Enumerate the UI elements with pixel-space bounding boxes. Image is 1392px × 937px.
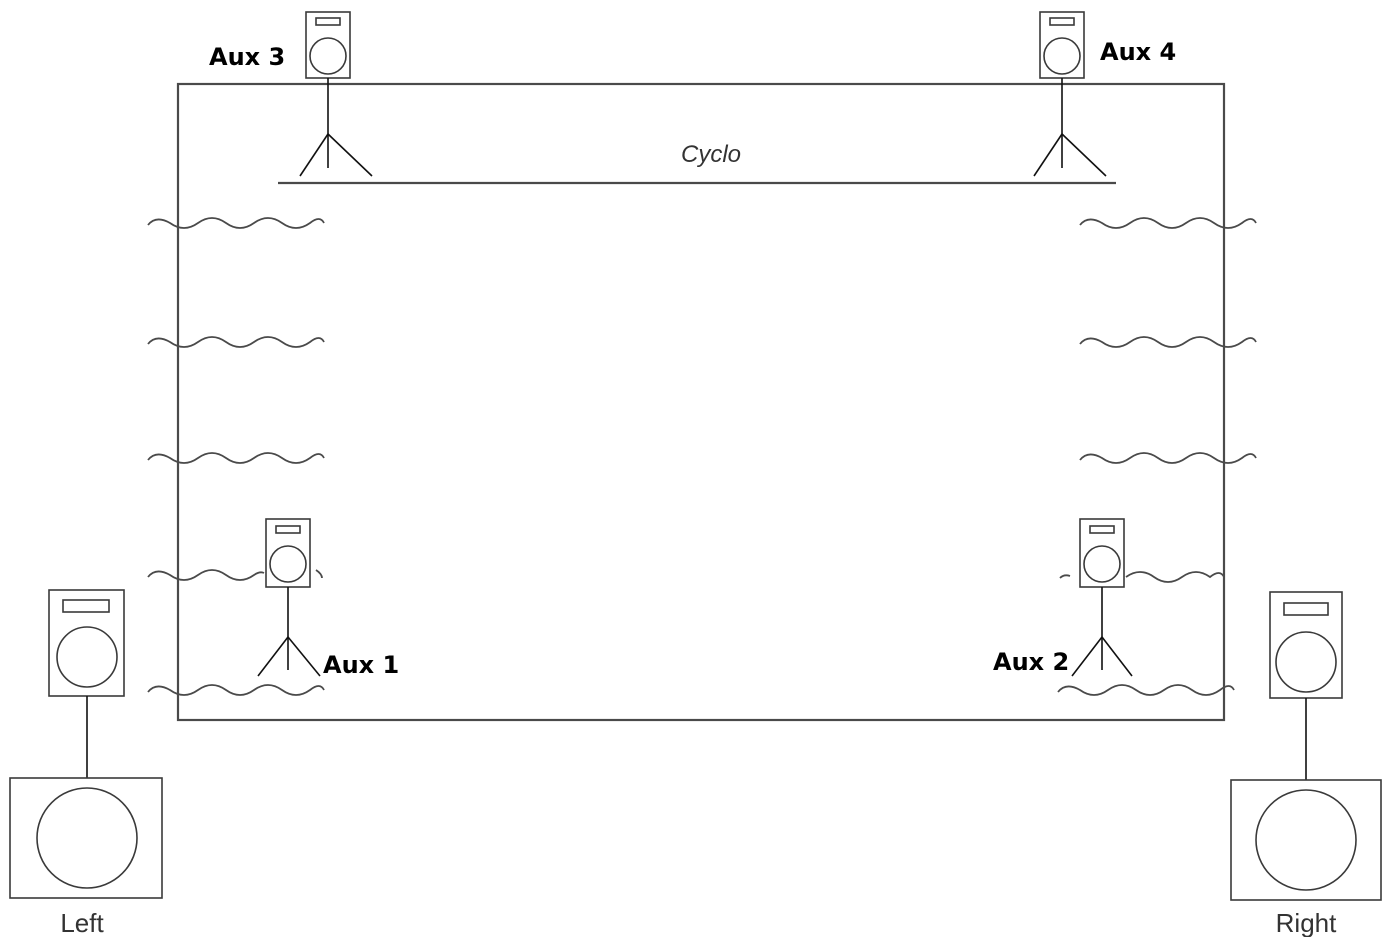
aux3-speaker <box>299 11 373 177</box>
right-main-speaker <box>1230 591 1382 901</box>
cyclo-label: Cyclo <box>681 141 741 168</box>
aux4-label: Aux 4 <box>1100 38 1176 66</box>
left-main-speaker <box>9 589 163 899</box>
stage-outline <box>176 82 1226 722</box>
right-wing-curtains <box>1057 217 1257 696</box>
aux3-label: Aux 3 <box>209 43 285 71</box>
left-wing-curtains <box>147 217 325 696</box>
aux1-label: Aux 1 <box>323 651 399 679</box>
aux4-speaker <box>1033 11 1107 177</box>
aux2-label: Aux 2 <box>993 648 1069 676</box>
left-label: Left <box>60 908 104 937</box>
aux1-speaker <box>257 518 321 677</box>
right-label: Right <box>1276 908 1337 937</box>
aux2-speaker <box>1071 518 1133 677</box>
